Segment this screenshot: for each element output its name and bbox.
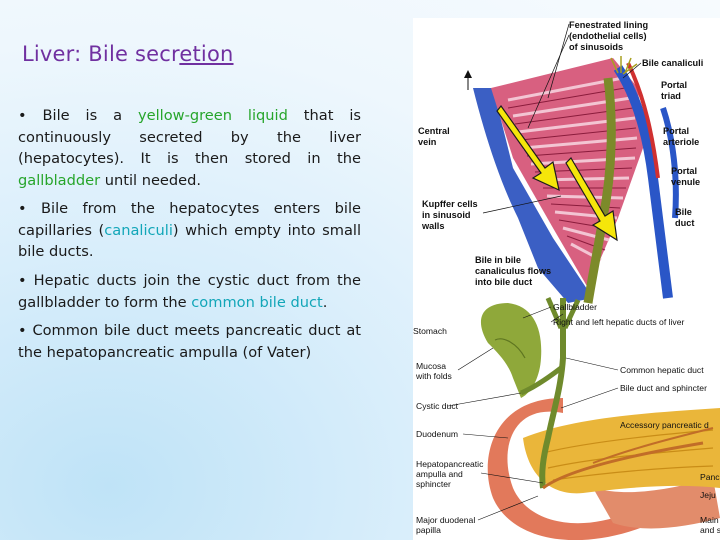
svg-text:Gallbladder: Gallbladder — [553, 302, 597, 312]
svg-text:Hepatopancreatic: Hepatopancreatic — [416, 459, 484, 469]
svg-text:walls: walls — [421, 221, 444, 231]
biliary-tree-illustration — [480, 297, 720, 540]
svg-text:canaliculus flows: canaliculus flows — [475, 266, 551, 276]
svg-text:(endothelial cells): (endothelial cells) — [569, 31, 647, 41]
svg-text:Major duodenal: Major duodenal — [416, 515, 475, 525]
svg-text:Cystic duct: Cystic duct — [416, 401, 459, 411]
bottom-panel-labels: Gallbladder Right and left hepatic ducts… — [413, 302, 720, 535]
bullet-4: • Common bile duct meets pancreatic duct… — [18, 322, 361, 361]
svg-text:Main: Main — [700, 515, 719, 525]
bullet-2: • Bile from the hepatocytes enters bile … — [18, 200, 362, 260]
svg-text:Fenestrated lining: Fenestrated lining — [569, 20, 648, 30]
svg-text:Stomach: Stomach — [413, 326, 447, 336]
bullet-1: • Bile is a yellow-green liquid that is … — [18, 107, 362, 189]
svg-text:Panc: Panc — [700, 472, 720, 482]
svg-text:in sinusoid: in sinusoid — [422, 210, 471, 220]
svg-text:Right and left hepatic ducts o: Right and left hepatic ducts of liver — [553, 317, 685, 327]
svg-text:vein: vein — [418, 137, 437, 147]
svg-text:arteriole: arteriole — [663, 137, 699, 147]
svg-text:and s: and s — [700, 525, 720, 535]
svg-text:sphincter: sphincter — [416, 479, 451, 489]
svg-text:Accessory pancreatic d: Accessory pancreatic d — [620, 420, 709, 430]
svg-text:with folds: with folds — [415, 371, 452, 381]
svg-text:Portal: Portal — [661, 80, 687, 90]
svg-text:Kupffer cells: Kupffer cells — [422, 199, 478, 209]
svg-text:Duodenum: Duodenum — [416, 429, 458, 439]
liver-anatomy-figure: Fenestrated lining (endothelial cells) o… — [413, 18, 720, 540]
svg-text:Bile canaliculi: Bile canaliculi — [642, 58, 703, 68]
bullet-3: • Hepatic ducts join the cystic duct fro… — [18, 272, 362, 311]
svg-text:venule: venule — [671, 177, 700, 187]
svg-text:ampulla and: ampulla and — [416, 469, 463, 479]
page-title: Liver: Bile secretion — [22, 42, 234, 66]
svg-text:Portal: Portal — [671, 166, 697, 176]
svg-text:into bile duct: into bile duct — [475, 277, 532, 287]
svg-text:Common hepatic duct: Common hepatic duct — [620, 365, 704, 375]
svg-text:Bile in bile: Bile in bile — [475, 255, 521, 265]
svg-text:Central: Central — [418, 126, 450, 136]
svg-text:Jeju: Jeju — [700, 490, 716, 500]
svg-text:Bile duct and sphincter: Bile duct and sphincter — [620, 383, 707, 393]
svg-text:papilla: papilla — [416, 525, 441, 535]
svg-text:duct: duct — [675, 218, 694, 228]
svg-text:triad: triad — [661, 91, 681, 101]
svg-text:Bile: Bile — [675, 207, 692, 217]
top-panel-labels: Fenestrated lining (endothelial cells) o… — [418, 20, 703, 287]
svg-text:Mucosa: Mucosa — [416, 361, 446, 371]
liver-lobule-illustration — [464, 56, 679, 304]
svg-text:of sinusoids: of sinusoids — [569, 42, 623, 52]
svg-text:Portal: Portal — [663, 126, 689, 136]
